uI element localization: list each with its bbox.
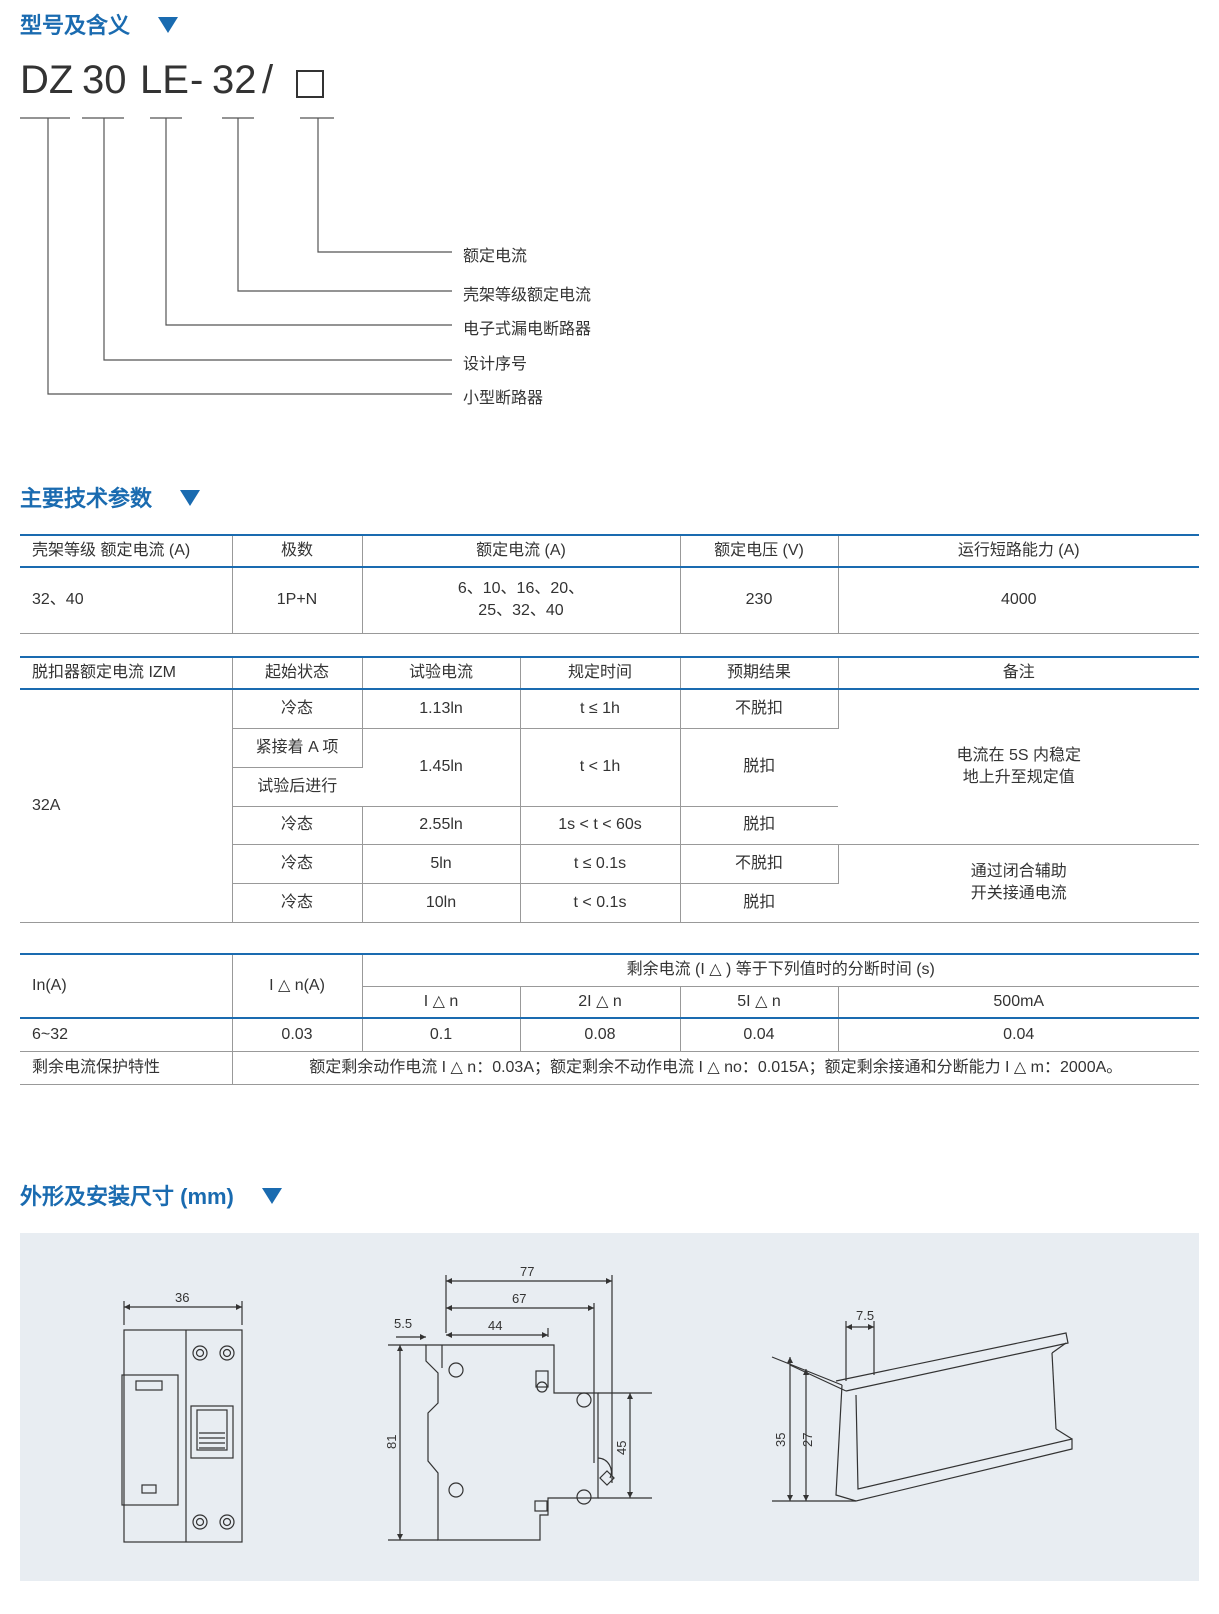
- legend-design-number: 设计序号: [463, 356, 528, 373]
- t2-time: t < 0.1s: [520, 883, 681, 923]
- t1-poles-value: 1P+N: [232, 567, 363, 634]
- t2-header-time: 规定时间: [520, 656, 681, 690]
- t3-in-value: 6~32: [20, 1018, 233, 1052]
- dim-side-81: 81: [384, 1435, 399, 1449]
- t1-header-breaking: 运行短路能力 (A): [838, 534, 1199, 568]
- t2-time: t ≤ 0.1s: [520, 844, 681, 884]
- t2-result: 脱扣: [680, 728, 838, 807]
- t2-state: 冷态: [232, 806, 363, 845]
- t2-result: 不脱扣: [680, 844, 839, 884]
- model-legend-lines: [20, 117, 452, 395]
- t2-current: 1.45ln: [362, 728, 521, 807]
- dim-side-67: 67: [512, 1291, 526, 1306]
- t2-header-note: 备注: [838, 656, 1199, 690]
- t3-protect-text: 额定剩余动作电流 I △ n：0.03A；额定剩余不动作电流 I △ no：0.…: [232, 1051, 1199, 1085]
- dim-rail-7-5: 7.5: [856, 1308, 874, 1323]
- dim-front-width: 36: [175, 1290, 189, 1305]
- t2-state: 冷态: [232, 883, 363, 923]
- dims-section-title: 外形及安装尺寸 (mm): [20, 1179, 282, 1211]
- t1-voltage-value: 230: [680, 567, 839, 634]
- t3-time-2idn: 0.08: [520, 1018, 681, 1052]
- side-view-drawing: [388, 1275, 652, 1541]
- spec-table-2: 脱扣器额定电流 IZM 起始状态 试验电流 规定时间 预期结果 备注 32A 冷…: [20, 656, 1199, 923]
- triangle-down-icon: [158, 17, 179, 34]
- t2-note-1: 电流在 5S 内稳定地上升至规定值: [838, 689, 1199, 845]
- t3-idn-value: 0.03: [232, 1018, 363, 1052]
- dim-side-45: 45: [614, 1441, 629, 1455]
- t3-time-idn: 0.1: [362, 1018, 521, 1052]
- t3-time-500ma: 0.04: [838, 1018, 1199, 1052]
- t2-state: 紧接着 A 项: [232, 728, 363, 768]
- dim-rail-35: 35: [773, 1433, 788, 1447]
- t1-header-frame: 壳架等级 额定电流 (A): [20, 534, 233, 568]
- t2-time: 1s < t < 60s: [520, 806, 681, 845]
- model-part-slash: /: [262, 58, 274, 102]
- model-part-32: 32: [212, 58, 257, 102]
- triangle-down-icon: [261, 1188, 282, 1205]
- t2-result: 脱扣: [680, 883, 838, 923]
- legend-mcb: 小型断路器: [463, 390, 544, 407]
- t3-sub-5idn: 5I △ n: [680, 986, 839, 1019]
- t2-state: 冷态: [232, 844, 363, 884]
- t1-current-values: 6、10、16、20、25、32、40: [362, 567, 681, 634]
- front-view-drawing: [121, 1301, 243, 1543]
- t2-header-result: 预期结果: [680, 656, 839, 690]
- dimension-drawings: 36 77 67 5.5 44 81 45 7.5 35 27: [121, 1264, 1073, 1543]
- t3-group-header: 剩余电流 (I △ ) 等于下列值时的分断时间 (s): [362, 953, 1199, 987]
- triangle-down-icon: [180, 490, 201, 507]
- dim-side-44: 44: [488, 1318, 502, 1333]
- legend-frame-current: 壳架等级额定电流: [463, 287, 592, 304]
- t2-time: t < 1h: [520, 728, 681, 807]
- t1-header-poles: 极数: [232, 534, 363, 568]
- dimension-drawing-panel: 36 77 67 5.5 44 81 45 7.5 35 27: [20, 1233, 1199, 1581]
- t3-sub-idn: I △ n: [362, 986, 521, 1019]
- t3-in-label: In(A): [20, 953, 233, 1019]
- model-part-dz: DZ: [20, 58, 74, 102]
- t2-current: 5ln: [362, 844, 521, 884]
- din-rail-drawing: [771, 1321, 1073, 1502]
- spec-table-3: In(A) I △ n(A) 剩余电流 (I △ ) 等于下列值时的分断时间 (…: [20, 953, 1199, 1085]
- spec-table-1: 壳架等级 额定电流 (A) 极数 额定电流 (A) 额定电压 (V) 运行短路能…: [20, 534, 1199, 634]
- t2-result: 脱扣: [680, 806, 838, 845]
- t3-idn-label: I △ n(A): [232, 953, 363, 1019]
- t2-state: 试验后进行: [232, 767, 362, 807]
- dim-rail-27: 27: [800, 1433, 815, 1447]
- t2-result: 不脱扣: [680, 689, 839, 729]
- model-part-le: LE: [140, 58, 189, 102]
- t2-header-initial-state: 起始状态: [232, 656, 363, 690]
- t3-time-5idn: 0.04: [680, 1018, 839, 1052]
- t1-header-rated-voltage: 额定电压 (V): [680, 534, 839, 568]
- t2-current: 2.55ln: [362, 806, 521, 845]
- model-part-30: 30: [82, 58, 127, 102]
- t2-time: t ≤ 1h: [520, 689, 681, 729]
- dim-side-77: 77: [520, 1264, 534, 1279]
- model-part-box: [296, 70, 324, 98]
- t1-frame-value: 32、40: [20, 567, 233, 634]
- t2-izm-value: 32A: [20, 689, 233, 923]
- t1-breaking-value: 4000: [838, 567, 1199, 634]
- legend-electronic-rcbo: 电子式漏电断路器: [463, 321, 592, 338]
- t3-protect-label: 剩余电流保护特性: [20, 1051, 233, 1085]
- t2-current: 1.13ln: [362, 689, 521, 729]
- t2-header-test-current: 试验电流: [362, 656, 521, 690]
- model-section-title: 型号及含义: [20, 8, 179, 40]
- t3-sub-500ma: 500mA: [838, 986, 1199, 1019]
- t2-state: 冷态: [232, 689, 363, 729]
- dim-side-5-5: 5.5: [394, 1316, 412, 1331]
- legend-rated-current: 额定电流: [463, 248, 528, 265]
- t1-header-rated-current: 额定电流 (A): [362, 534, 681, 568]
- params-section-title: 主要技术参数: [20, 481, 201, 513]
- model-part-dash: -: [190, 58, 204, 102]
- t2-note-2: 通过闭合辅助开关接通电流: [838, 844, 1199, 923]
- t2-current: 10ln: [362, 883, 521, 923]
- t3-sub-2idn: 2I △ n: [520, 986, 681, 1019]
- t2-header-izm: 脱扣器额定电流 IZM: [20, 656, 233, 690]
